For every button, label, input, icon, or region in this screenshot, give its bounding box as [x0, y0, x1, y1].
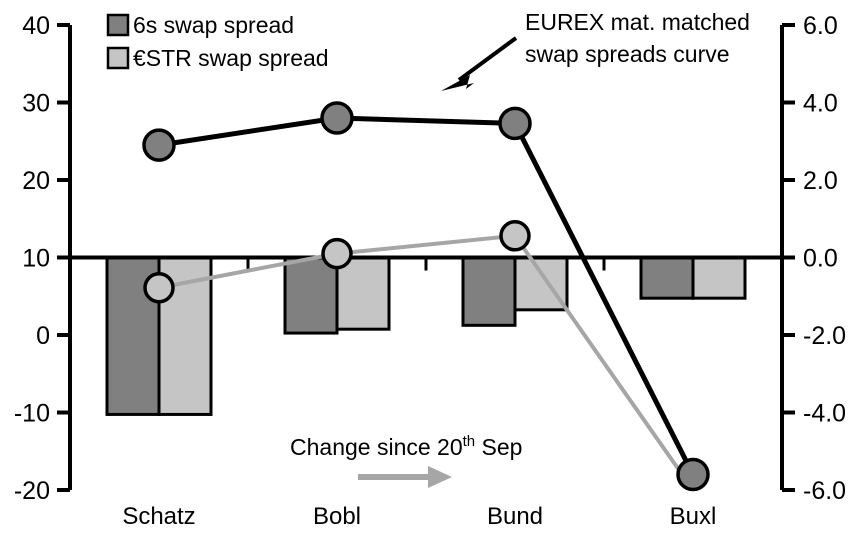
eurex-curve-line [158, 115, 696, 476]
right-axis-group: 6.0 4.0 2.0 0.0 -2.0 -4.0 -6.0 [780, 12, 846, 505]
left-tick-label-20: 20 [22, 167, 50, 195]
marker-eurex-schatz [142, 128, 176, 162]
callout-arrow-icon [441, 36, 518, 91]
left-tick-label-0: 0 [36, 322, 50, 350]
marker-eurex-bund [498, 106, 532, 141]
category-labels-group: Schatz Bobl Bund Buxl [122, 503, 716, 530]
right-tick-label--6.0: -6.0 [803, 477, 846, 505]
marker-change-schatz [143, 271, 175, 304]
legend-label-estr: €STR swap spread [133, 45, 329, 71]
left-tick-label-10: 10 [22, 245, 50, 273]
bar-bobl-estr [335, 256, 391, 331]
legend-item-estr[interactable]: €STR swap spread [106, 45, 329, 71]
left-tick-label--10: -10 [14, 400, 50, 428]
change-since-annotation: Change since 20th Sep [290, 433, 522, 488]
right-tick-label--2.0: -2.0 [803, 322, 846, 350]
legend-swatch-light-icon [106, 46, 130, 70]
category-label-bund: Bund [487, 503, 543, 530]
left-tick-label-30: 30 [22, 90, 50, 118]
right-tick-label--4.0: -4.0 [803, 400, 846, 428]
legend-swatch-dark-icon [106, 13, 130, 37]
change-note-superscript: th [463, 433, 476, 450]
bar-buxl-estr [691, 256, 747, 300]
marker-eurex-bobl [320, 101, 354, 135]
marker-change-bobl [321, 237, 353, 270]
change-since-line [158, 233, 695, 492]
category-label-buxl: Buxl [670, 503, 717, 530]
right-tick-label-4.0: 4.0 [803, 90, 838, 118]
change-note-before: Change since 20 [290, 434, 463, 460]
category-label-bobl: Bobl [313, 503, 361, 530]
marker-change-bund [499, 220, 531, 252]
markers-group [142, 101, 710, 492]
legend-item-6s[interactable]: 6s swap spread [106, 12, 294, 38]
right-tick-label-2.0: 2.0 [803, 167, 838, 195]
right-tick-label-6.0: 6.0 [803, 12, 838, 40]
legend-label-6s: 6s swap spread [133, 12, 294, 38]
zero-line-group [70, 255, 782, 271]
right-tick-label-0.0: 0.0 [803, 245, 838, 273]
bar-bund-estr [513, 256, 569, 312]
change-note-after: Sep [475, 434, 522, 460]
change-note-text: Change since 20th Sep [290, 433, 522, 460]
change-note-arrow-icon [358, 466, 452, 488]
marker-eurex-buxl [676, 457, 710, 492]
callout-line-2: swap spreads curve [525, 41, 730, 67]
callout-line-1: EUREX mat. matched [525, 9, 750, 35]
curve-callout-annotation: EUREX mat. matched swap spreads curve [441, 9, 750, 91]
legend: 6s swap spread €STR swap spread [106, 12, 329, 71]
left-axis-group: 40 30 20 10 0 -10 -20 [14, 12, 72, 505]
bar-bobl-6s [283, 256, 339, 335]
lines-group [158, 115, 696, 492]
left-tick-label-40: 40 [22, 12, 50, 40]
bar-bund-6s [461, 256, 517, 327]
left-tick-label--20: -20 [14, 477, 50, 505]
bar-buxl-6s [639, 256, 695, 300]
category-label-schatz: Schatz [122, 503, 195, 530]
